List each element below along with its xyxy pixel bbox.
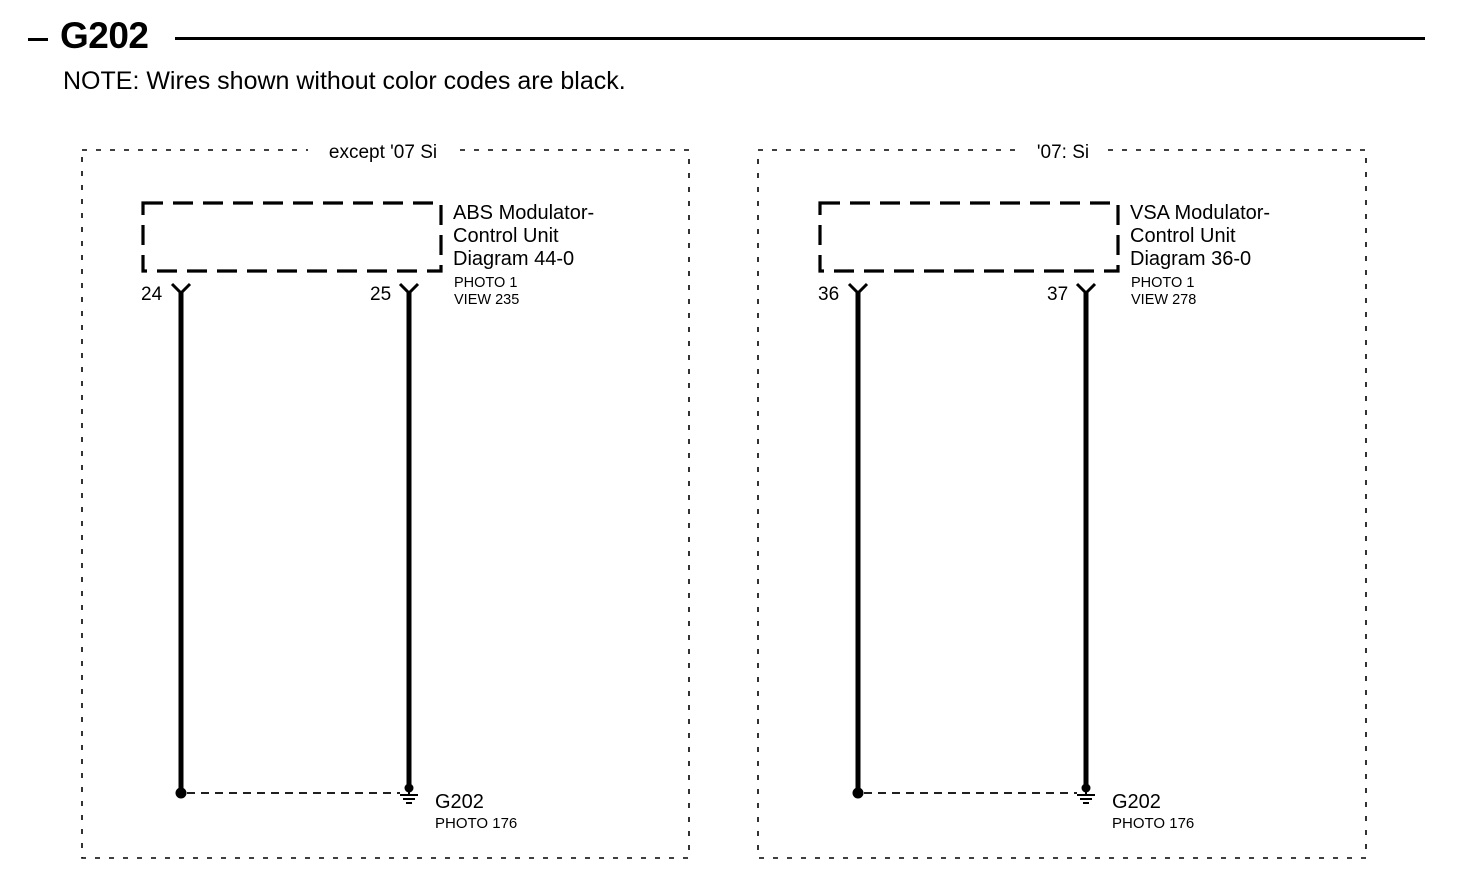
pin-number: 25 [370,284,391,305]
component-view-ref: VIEW 278 [1131,292,1196,308]
ground-icon [400,790,418,804]
panel-07-si: '07: Si VSA Modulator- Control Unit Diag… [757,138,1367,859]
component-diagram-ref: Diagram 44-0 [453,248,574,270]
pin-number: 24 [141,284,163,305]
ground-name: G202 [1112,791,1161,813]
pin-number: 36 [818,284,839,305]
pin-number: 37 [1047,284,1068,305]
title-dash [28,38,48,41]
panel-except-07-si: except '07 Si ABS Modulator- Control Uni… [81,138,690,859]
splice-dot [175,787,187,799]
ground-name: G202 [435,791,484,813]
ground-photo-ref: PHOTO 176 [435,815,517,832]
panel-label: '07: Si [1037,142,1089,163]
component-name-line-2: Control Unit [453,225,559,247]
ground-junction-dot [1081,783,1091,793]
splice-dot [852,787,864,799]
panel-label: except '07 Si [329,142,437,163]
panel-border [757,149,1367,859]
component-name-line-1: VSA Modulator- [1130,202,1270,224]
wire-color-note: NOTE: Wires shown without color codes ar… [63,67,626,95]
title-rule [175,37,1425,40]
component-photo-ref: PHOTO 1 [454,275,517,291]
ground-junction-dot [404,783,414,793]
panel-label-mask [308,138,458,164]
component-vsa-modulator [818,201,1120,273]
page-title: G202 [60,15,149,56]
header: G202 NOTE: Wires shown without color cod… [0,0,1472,110]
component-name-line-2: Control Unit [1130,225,1236,247]
panel-border [81,149,690,859]
ground-photo-ref: PHOTO 176 [1112,815,1194,832]
ground-icon [1077,790,1095,804]
component-diagram-ref: Diagram 36-0 [1130,248,1251,270]
component-view-ref: VIEW 235 [454,292,519,308]
panel-label-mask [1024,138,1102,164]
component-name-line-1: ABS Modulator- [453,202,594,224]
component-photo-ref: PHOTO 1 [1131,275,1194,291]
component-abs-modulator [141,201,443,273]
